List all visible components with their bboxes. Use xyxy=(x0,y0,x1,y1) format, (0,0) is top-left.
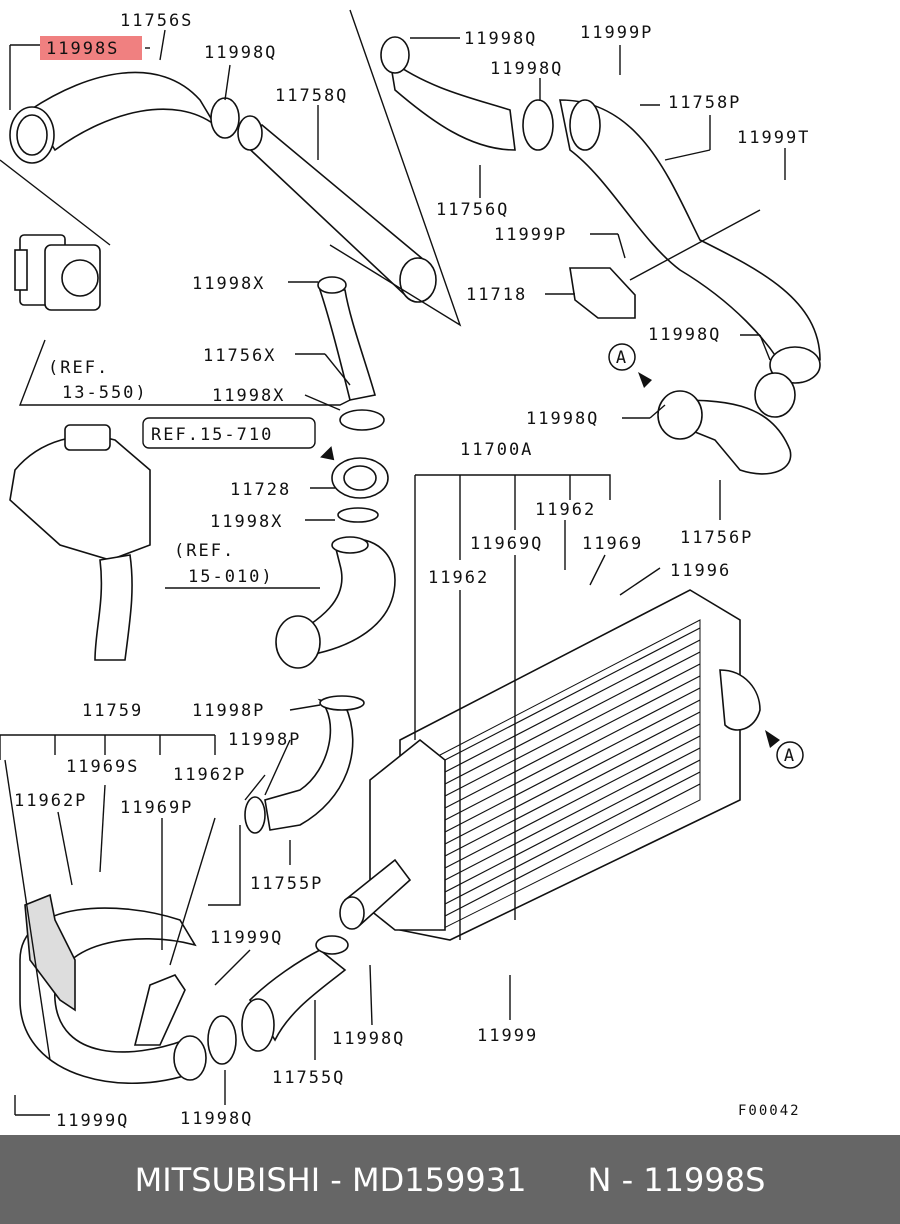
label-11718: 11718 xyxy=(466,285,527,305)
label-11756P: 11756P xyxy=(680,528,753,548)
intercooler-fin xyxy=(444,699,701,833)
hose-11756X xyxy=(317,276,377,401)
label-11998Q-bot: 11998Q xyxy=(180,1109,253,1129)
label-11969Q: 11969Q xyxy=(470,534,543,554)
label-ref-13-550-a: (REF. xyxy=(48,358,109,378)
label-11969P: 11969P xyxy=(120,798,193,818)
intercooler-fin xyxy=(444,723,701,857)
label-11998Q-mid: 11998Q xyxy=(526,409,599,429)
intercooler-fin xyxy=(444,783,701,917)
hose-11755Q xyxy=(207,935,349,1065)
arrow-icon xyxy=(638,372,652,388)
label-ref-15-010-b: 15-010) xyxy=(188,567,274,587)
ref-a-marker-bottom xyxy=(776,741,804,769)
label-11756S: 11756S xyxy=(120,11,193,31)
label-11998Q-tr2: 11998Q xyxy=(490,59,563,79)
throttle-body xyxy=(14,234,101,311)
footer-text: MITSUBISHI - MD159931 N - 11998S xyxy=(134,1160,766,1199)
hose-11756S xyxy=(9,44,240,164)
label-ref-15-010-a: (REF. xyxy=(174,541,235,561)
hose-ref-15-010 xyxy=(275,536,396,669)
hose-11756P xyxy=(657,372,796,475)
label-11999P-mid: 11999P xyxy=(494,225,567,245)
arrow-icon xyxy=(320,446,335,461)
footer-bar: MITSUBISHI - MD159931 N - 11998S xyxy=(0,1135,900,1224)
label-11998X-2: 11998X xyxy=(212,386,285,406)
leader-lines xyxy=(0,29,786,1116)
bracket-11718 xyxy=(569,209,761,319)
label-11998P-2: 11998P xyxy=(228,730,301,750)
label-11962-b: 11962 xyxy=(428,568,489,588)
intercooler-fin xyxy=(444,663,701,797)
hose-11756Q xyxy=(380,36,554,151)
label-11758Q: 11758Q xyxy=(275,86,348,106)
label-ref-13-550-b: 13-550) xyxy=(62,383,148,403)
label-11996: 11996 xyxy=(670,561,731,581)
label-11756X: 11756X xyxy=(203,346,276,366)
label-11759: 11759 xyxy=(82,701,143,721)
turbo-housing xyxy=(9,424,151,661)
label-11756Q: 11756Q xyxy=(436,200,509,220)
intercooler-fin xyxy=(444,627,701,761)
ref-a-text-top: A xyxy=(616,348,628,368)
intercooler-fin xyxy=(444,687,701,821)
label-11998Q-tr: 11998Q xyxy=(464,29,537,49)
hose-11758Q xyxy=(237,115,437,303)
intercooler-fin xyxy=(444,747,701,881)
label-11962-a: 11962 xyxy=(535,500,596,520)
label-11962P-1: 11962P xyxy=(173,765,246,785)
label-11998Q-low: 11998Q xyxy=(332,1029,405,1049)
label-11969S: 11969S xyxy=(66,757,139,777)
label-11999Q-2: 11999Q xyxy=(56,1111,129,1131)
hose-11759 xyxy=(19,893,207,1085)
intercooler-fin xyxy=(444,651,701,785)
intercooler-fin xyxy=(444,771,701,905)
label-11999P-tr: 11999P xyxy=(580,23,653,43)
arrow-icon xyxy=(765,730,780,748)
label-11700A: 11700A xyxy=(460,440,533,460)
label-figure-code: F00042 xyxy=(738,1103,801,1119)
label-11755Q: 11755Q xyxy=(272,1068,345,1088)
label-11755P: 11755P xyxy=(250,874,323,894)
label-11728: 11728 xyxy=(230,480,291,500)
intercooler-fin xyxy=(444,711,701,845)
parts-diagram: A A 11756S 11998S 11998Q 11758Q 11998Q 1… xyxy=(0,9,821,1131)
label-11962P-2: 11962P xyxy=(14,791,87,811)
intercooler-fin xyxy=(444,639,701,773)
pipe-to-intercooler xyxy=(339,858,412,930)
label-11758P: 11758P xyxy=(668,93,741,113)
ref-a-text-bottom: A xyxy=(784,746,796,766)
hose-11755P xyxy=(244,695,365,834)
label-11999T: 11999T xyxy=(737,128,810,148)
intercooler-fin xyxy=(444,735,701,869)
ref-15-710-box[interactable] xyxy=(142,417,316,449)
ref-a-marker-top xyxy=(608,343,636,371)
label-11998X-3: 11998X xyxy=(210,512,283,532)
label-11998Q-right: 11998Q xyxy=(648,325,721,345)
label-11999Q-1: 11999Q xyxy=(210,928,283,948)
label-11998Q-top: 11998Q xyxy=(204,43,277,63)
label-11998P-1: 11998P xyxy=(192,701,265,721)
label-11998X-1: 11998X xyxy=(192,274,265,294)
label-11998S: 11998S xyxy=(46,39,119,59)
label-11999: 11999 xyxy=(477,1026,538,1046)
intercooler-fin xyxy=(444,759,701,893)
label-ref-15-710: REF.15-710 xyxy=(151,425,273,445)
label-11969: 11969 xyxy=(582,534,643,554)
intercooler-fin xyxy=(444,675,701,809)
intercooler-11700A xyxy=(369,589,761,941)
valve-11728 xyxy=(331,409,389,523)
highlight-box xyxy=(40,36,142,60)
